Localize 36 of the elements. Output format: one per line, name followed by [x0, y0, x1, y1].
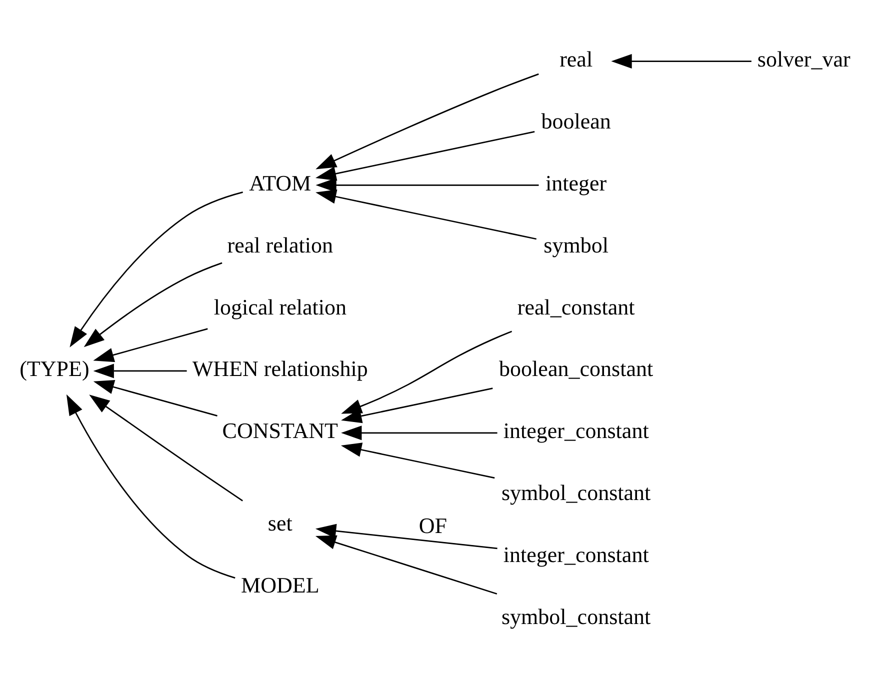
node-text: WHEN relationship [192, 356, 368, 381]
arrow [340, 442, 495, 478]
node-text: real [560, 46, 593, 72]
node-text: boolean_constant [499, 356, 654, 381]
arrow [93, 363, 187, 378]
node-text: boolean [541, 108, 611, 133]
arrow [341, 425, 498, 440]
node-text: real relation [227, 232, 334, 257]
node-text: logical relation [214, 294, 346, 319]
arrow [84, 262, 222, 347]
edge-label: OF [418, 512, 448, 538]
arrow [316, 72, 539, 169]
arrow [316, 189, 537, 240]
node-text: MODEL [241, 572, 320, 597]
arrow [70, 191, 243, 347]
node-text: real_constant [517, 294, 635, 319]
node-text: symbol [544, 232, 608, 257]
node-text: integer_constant [503, 418, 649, 443]
node-text: (TYPE) [20, 356, 90, 381]
node-text: solver_var [757, 46, 850, 72]
arrow [89, 394, 243, 501]
node-text: ATOM [249, 170, 312, 195]
node-text: CONSTANT [222, 418, 338, 443]
node-text: symbol_constant [501, 603, 651, 628]
arrow [315, 523, 498, 549]
node-text: set [268, 510, 292, 535]
node-text: integer_constant [503, 542, 649, 567]
arrow [66, 394, 236, 578]
arrow [316, 177, 539, 192]
node-text: symbol_constant [501, 480, 651, 505]
arrow [315, 534, 498, 594]
arrow [93, 328, 208, 362]
arrow [611, 54, 752, 68]
arrow [315, 130, 535, 180]
arrow [93, 379, 218, 416]
node-text: integer [546, 170, 607, 195]
